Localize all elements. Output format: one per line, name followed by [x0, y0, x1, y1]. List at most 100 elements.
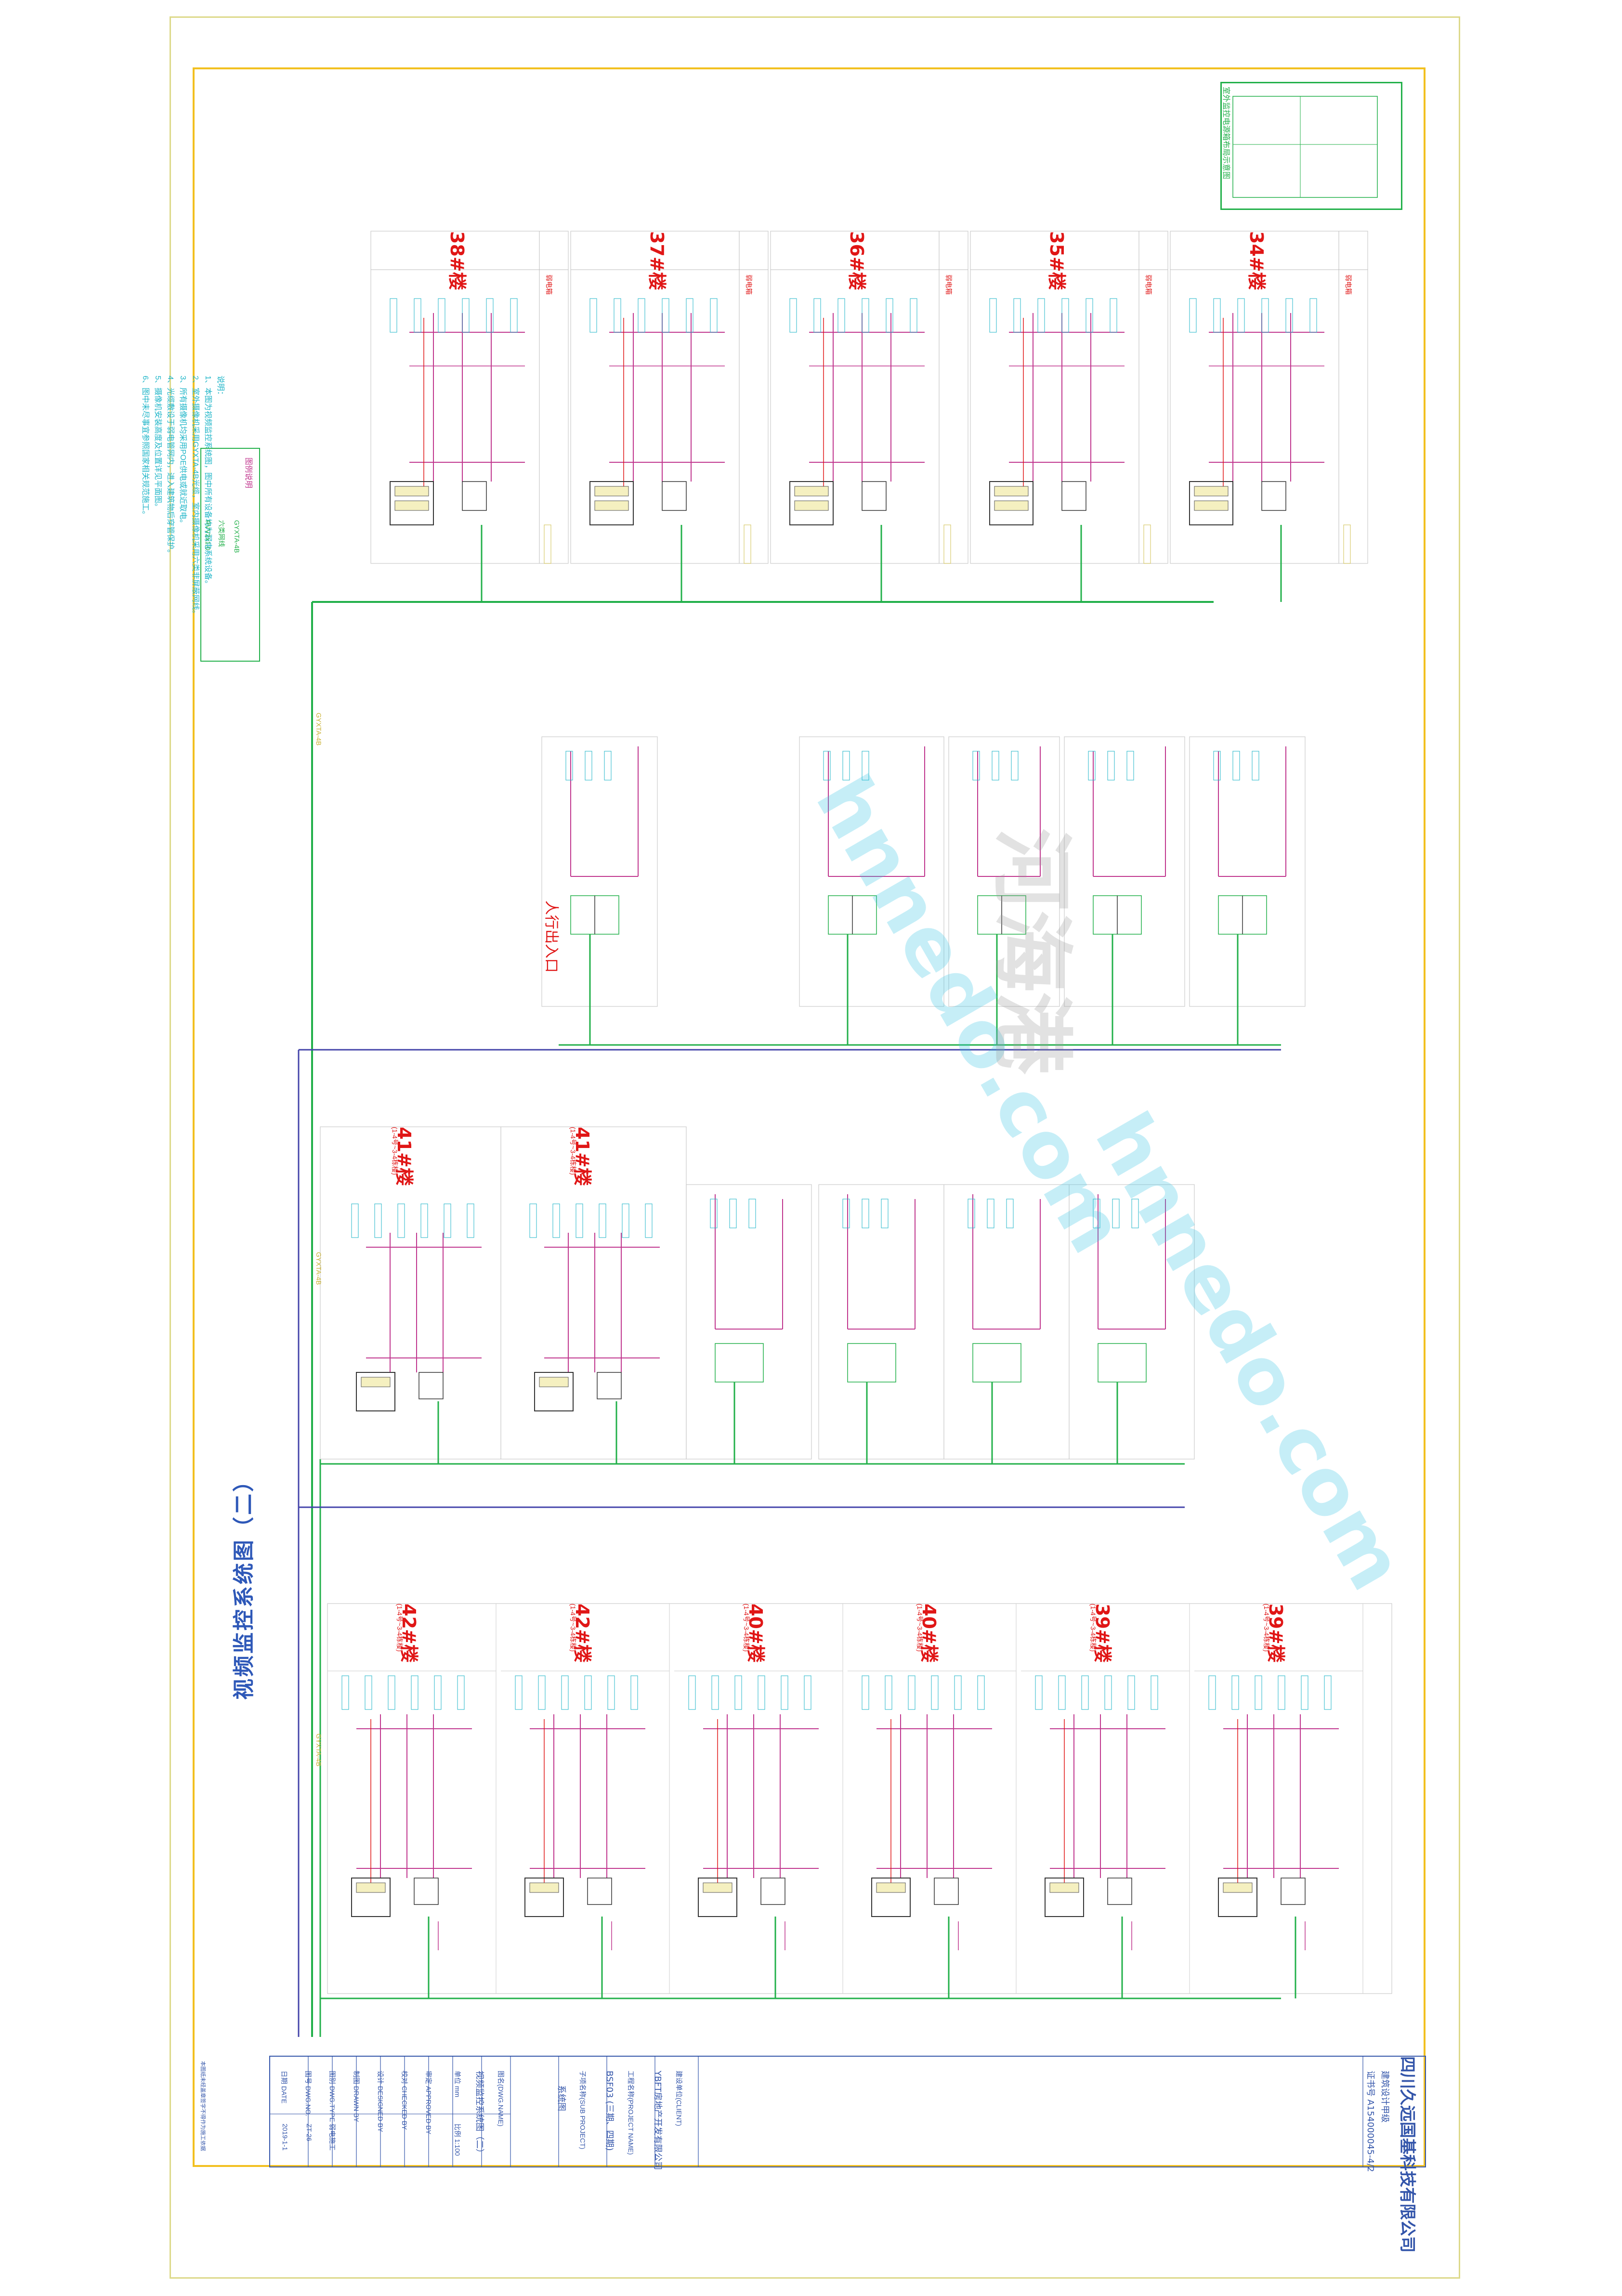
power-box	[414, 1878, 439, 1905]
camera-tag	[1278, 1675, 1285, 1710]
title-block	[269, 2056, 1426, 2167]
camera-tag	[438, 298, 445, 333]
cable-tag	[544, 524, 551, 564]
building-sub-label: (1-4号~3-4栋楼)	[391, 1127, 399, 1175]
building-label-35: 35#楼	[1046, 231, 1067, 290]
network-cabinet	[534, 1372, 574, 1411]
switch	[361, 1377, 391, 1387]
footer-note: 本图纸未经盖章签字不得作为施工依据	[200, 2061, 206, 2151]
network-cabinet	[524, 1878, 564, 1917]
camera-tag	[374, 1203, 382, 1238]
building-label-34: 34#楼	[1246, 231, 1267, 290]
camera-tag	[1086, 298, 1093, 333]
building-sub-label: (1-4号~3-4栋楼)	[569, 1127, 577, 1175]
switch	[394, 500, 429, 511]
qualification: 建筑设计甲级	[1380, 2071, 1390, 2123]
camera-tag	[686, 298, 693, 333]
project-name: BSF03 (三期、四期)	[604, 2071, 615, 2151]
cabinet-mark: 弱电箱	[1345, 274, 1352, 295]
building-label-36: 36#楼	[846, 231, 867, 290]
building-panel	[1069, 1184, 1195, 1460]
legend-item: 六类网线	[218, 520, 225, 547]
network-cabinet	[989, 481, 1033, 525]
trunk-cable-label: GYXTA-4B	[315, 1734, 323, 1767]
note-line: 5、摄像机安装高度及位置详见平面图。	[154, 376, 162, 511]
switch	[794, 500, 829, 511]
drawing-type-label: 图别 DWG.TYPE	[328, 2071, 336, 2122]
cabinet-mark: 弱电箱	[545, 274, 553, 295]
power-box-inner	[1232, 96, 1378, 198]
cable-tag	[1143, 524, 1151, 564]
power-box	[1061, 481, 1086, 511]
camera-tag	[638, 298, 645, 333]
network-cabinet	[698, 1878, 737, 1917]
drawing-title: 视频监控系统图（二）	[232, 1469, 256, 1700]
camera-tag	[862, 751, 869, 781]
camera-tag	[552, 1203, 560, 1238]
network-cabinet	[351, 1878, 391, 1917]
outdoor-power-box	[972, 1343, 1021, 1383]
cable-tag	[1343, 524, 1351, 564]
note-line: 4、光缆敷设于弱电管网内，进入建筑物后穿管保护。	[166, 376, 174, 557]
building-panel	[970, 231, 1168, 564]
drawing-number-value: ZT-26	[305, 2124, 313, 2141]
camera-tag	[1081, 1675, 1089, 1710]
camera-tag	[561, 1675, 569, 1710]
designed-by: 设计 DESIGNED BY	[377, 2071, 384, 2132]
camera-tag	[462, 298, 470, 333]
camera-tag	[388, 1675, 395, 1710]
camera-tag	[729, 1199, 737, 1228]
camera-tag	[842, 1199, 850, 1228]
camera-tag	[1006, 1199, 1014, 1228]
power-box	[587, 1878, 612, 1905]
camera-tag	[1309, 298, 1317, 333]
camera-tag	[1255, 1675, 1262, 1710]
company-name: 四川久远国基科技有限公司	[1398, 2056, 1417, 2253]
camera-tag	[1061, 298, 1069, 333]
camera-tag	[630, 1675, 638, 1710]
network-cabinet	[789, 481, 834, 525]
camera-tag	[968, 1199, 975, 1228]
camera-tag	[789, 298, 797, 333]
cabinet-mark: 弱电箱	[1145, 274, 1152, 295]
cabinet-mark: 弱电箱	[745, 274, 753, 295]
drawing-name-label: 图名(DWG.NAME)	[497, 2071, 505, 2126]
camera-tag	[599, 1203, 606, 1238]
switch	[594, 486, 629, 496]
camera-tag	[1237, 298, 1245, 333]
camera-tag	[538, 1675, 546, 1710]
camera-tag	[989, 298, 997, 333]
camera-tag	[977, 1675, 985, 1710]
outdoor-power-box	[1098, 1343, 1147, 1383]
drawing-frame	[193, 67, 1426, 2167]
camera-tag	[444, 1203, 451, 1238]
camera-tag	[837, 298, 845, 333]
camera-tag	[688, 1675, 696, 1710]
camera-tag	[881, 1199, 889, 1228]
camera-tag	[1231, 1675, 1239, 1710]
switch	[1223, 1882, 1253, 1893]
network-cabinet	[1218, 1878, 1257, 1917]
camera-tag	[1058, 1675, 1066, 1710]
camera-tag	[781, 1675, 788, 1710]
camera-tag	[614, 298, 621, 333]
building-sub-label: (1-4号~3-4栋楼)	[743, 1604, 750, 1652]
switch	[529, 1882, 559, 1893]
approved-by: 审定 APPROVED BY	[425, 2071, 432, 2135]
camera-tag	[341, 1675, 349, 1710]
camera-tag	[1035, 1675, 1043, 1710]
client-name: YBFT房地产开发有限公司	[653, 2071, 663, 2170]
building-panel	[770, 231, 968, 564]
building-panel	[320, 1126, 687, 1460]
camera-tag	[1110, 298, 1117, 333]
power-box	[1261, 481, 1286, 511]
camera-tag	[954, 1675, 962, 1710]
switch	[1194, 500, 1229, 511]
camera-tag	[1213, 751, 1221, 781]
camera-tag	[420, 1203, 428, 1238]
network-cabinet	[390, 481, 434, 525]
legend-item: RVV2x1.0	[204, 520, 212, 550]
outer-frame	[170, 16, 1460, 2279]
camera-tag	[886, 298, 893, 333]
power-box-diagram	[1220, 82, 1402, 210]
